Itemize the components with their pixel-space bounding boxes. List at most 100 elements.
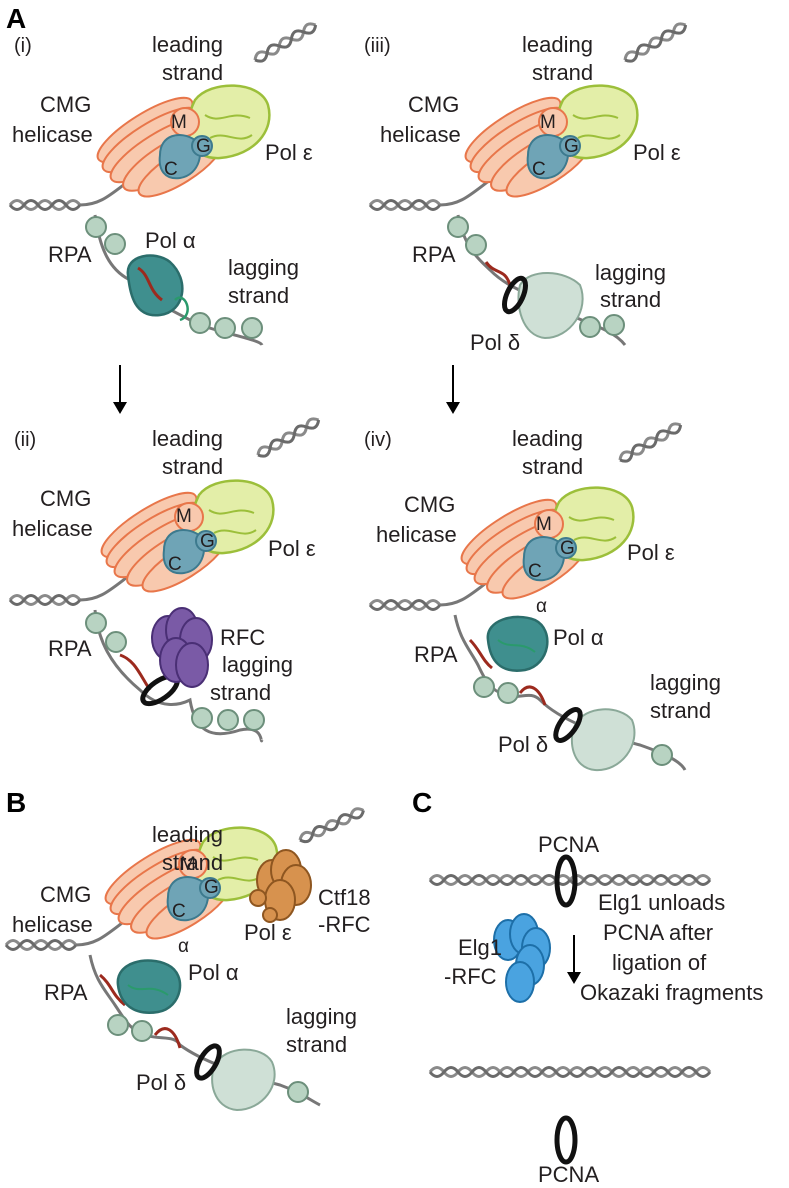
- label-c-iii: C: [532, 159, 546, 180]
- label-g-iv: G: [560, 538, 575, 559]
- parental-dna: [8, 594, 82, 606]
- ctf18-rfc-complex: [249, 849, 312, 923]
- label-pol-eps-i: Pol ε: [265, 140, 313, 165]
- label-m-ii: M: [176, 506, 192, 527]
- label-helicase-b: helicase: [12, 912, 93, 937]
- label-c-i: C: [164, 159, 178, 180]
- label-rpa-i: RPA: [48, 242, 92, 267]
- pcna-ring: [553, 707, 583, 743]
- label-ctf18rfc-b: -RFC: [318, 912, 371, 937]
- label-rfc-ii: RFC: [220, 625, 265, 650]
- panel-label-c: C: [412, 787, 432, 818]
- label-lstrand-i: strand: [228, 283, 289, 308]
- label-m-iv: M: [536, 514, 552, 535]
- diagram-b: [4, 804, 367, 1112]
- arrow-down: [446, 365, 460, 414]
- cmg-helicase: [456, 84, 639, 208]
- subpanel-iii: (iii): [364, 35, 391, 57]
- label-unload-2: PCNA after: [603, 920, 713, 945]
- label-ctf18-b: Ctf18: [318, 885, 371, 910]
- diagram-iii: [368, 19, 690, 346]
- rpa-bead: [473, 676, 495, 698]
- subpanel-ii: (ii): [14, 429, 36, 451]
- diagram-c: [428, 854, 712, 1165]
- label-lagging-ii: lagging: [222, 652, 293, 677]
- label-pol-delta-iv: Pol δ: [498, 732, 548, 757]
- rpa-bead: [447, 216, 469, 238]
- arrow-down: [113, 365, 127, 414]
- label-g-ii: G: [200, 531, 215, 552]
- rpa-bead: [214, 317, 236, 339]
- rpa-bead: [217, 709, 239, 731]
- label-cmg-iii: CMG: [408, 92, 459, 117]
- label-pol-alpha-iv: Pol α: [553, 625, 604, 650]
- label-pol-delta-iii: Pol δ: [470, 330, 520, 355]
- rpa-bead: [651, 744, 673, 766]
- label-c-iv: C: [528, 561, 542, 582]
- label-g-iii: G: [564, 136, 579, 157]
- label-lstrand-iii: strand: [600, 287, 661, 312]
- rpa-bead: [243, 709, 265, 731]
- label-strand-ii: strand: [162, 454, 223, 479]
- rpa-bead: [105, 631, 127, 653]
- label-leading-i: leading: [152, 32, 223, 57]
- rpa-bead: [579, 316, 601, 338]
- rfc-complex: [151, 607, 213, 688]
- label-unload-1: Elg1 unloads: [598, 890, 725, 915]
- pcna-ring-free: [554, 1115, 578, 1165]
- subpanel-iv: (iv): [364, 429, 392, 451]
- label-c-ii: C: [168, 554, 182, 575]
- label-strand-iv: strand: [522, 454, 583, 479]
- label-strand-i: strand: [162, 60, 223, 85]
- pol-delta: [211, 1048, 276, 1112]
- label-g-i: G: [196, 136, 211, 157]
- label-elg1-rfc: -RFC: [444, 964, 497, 989]
- label-pol-alpha-b: Pol α: [188, 960, 239, 985]
- label-rpa-iii: RPA: [412, 242, 456, 267]
- rpa-bead: [107, 1014, 129, 1036]
- label-pol-delta-b: Pol δ: [136, 1070, 186, 1095]
- cmg-helicase: [452, 486, 635, 610]
- label-pol-eps-ii: Pol ε: [268, 536, 316, 561]
- dna-bottom: [498, 1066, 572, 1078]
- label-rpa-b: RPA: [44, 980, 88, 1005]
- parental-dna: [368, 199, 442, 211]
- label-pol-eps-b: Pol ε: [244, 920, 292, 945]
- label-helicase-ii: helicase: [12, 516, 93, 541]
- label-pcna-top: PCNA: [538, 832, 599, 857]
- rpa-bead: [241, 317, 263, 339]
- rpa-bead: [191, 707, 213, 729]
- rpa-bead: [85, 216, 107, 238]
- label-helicase-iv: helicase: [376, 522, 457, 547]
- diagram-ii: [8, 414, 323, 743]
- rpa-bead: [85, 612, 107, 634]
- label-g-b: G: [204, 877, 219, 898]
- label-leading-iv: leading: [512, 426, 583, 451]
- rpa-bead: [189, 312, 211, 334]
- label-lstrand-ii: strand: [210, 680, 271, 705]
- subpanel-i: (i): [14, 35, 32, 57]
- label-helicase-i: helicase: [12, 122, 93, 147]
- label-strand-b: strand: [162, 850, 223, 875]
- leading-strand-dna: [254, 414, 323, 461]
- dna-top: [568, 874, 642, 886]
- rpa-bead: [287, 1081, 309, 1103]
- label-helicase-iii: helicase: [380, 122, 461, 147]
- dna-bottom: [428, 1066, 502, 1078]
- panel-label-a: A: [6, 3, 26, 34]
- rpa-bead: [131, 1020, 153, 1042]
- label-unload-3: ligation of: [612, 950, 707, 975]
- label-pol-eps-iii: Pol ε: [633, 140, 681, 165]
- label-lstrand-iv: strand: [650, 698, 711, 723]
- label-m-b: M: [180, 854, 196, 875]
- dna-top: [638, 874, 712, 886]
- label-leading-iii: leading: [522, 32, 593, 57]
- label-c-b: C: [172, 901, 186, 922]
- leading-strand-dna: [616, 419, 685, 466]
- label-alpha-b: α: [178, 936, 189, 957]
- label-rpa-ii: RPA: [48, 636, 92, 661]
- label-lagging-i: lagging: [228, 255, 299, 280]
- elg1-rfc-complex: [493, 913, 551, 1003]
- dna-top: [428, 874, 502, 886]
- label-elg1: Elg1: [458, 935, 502, 960]
